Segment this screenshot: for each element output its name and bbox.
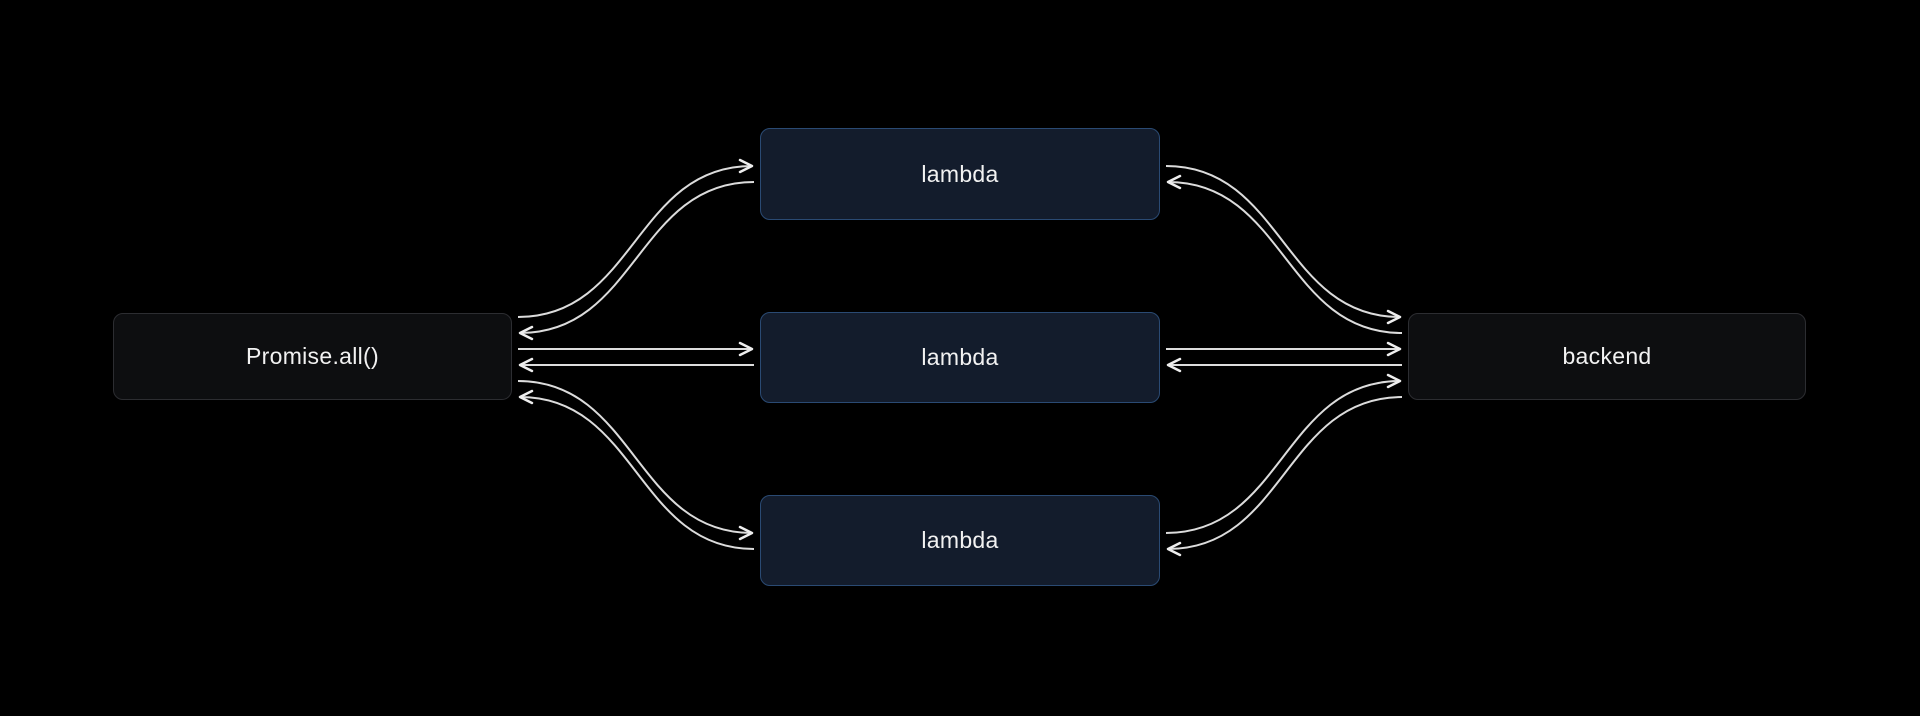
edge-promise-all-to-lambda-3 <box>517 380 754 541</box>
edge-lambda-1-to-promise-all <box>518 181 755 341</box>
edge-path <box>517 380 753 534</box>
arrowhead-icon <box>1166 174 1182 190</box>
node-backend[interactable]: backend <box>1408 313 1806 400</box>
edge-path <box>519 181 755 334</box>
edge-lambda-3-to-backend <box>1165 373 1402 534</box>
arrowhead-icon <box>1386 309 1402 325</box>
arrowhead-icon <box>1166 357 1182 373</box>
edge-lambda-3-to-promise-all <box>518 389 755 550</box>
edge-path <box>519 396 755 550</box>
node-lambda-3[interactable]: lambda <box>760 495 1160 586</box>
edge-backend-to-lambda-3 <box>1166 396 1403 557</box>
arrowhead-icon <box>1386 341 1402 357</box>
edge-backend-to-lambda-1 <box>1166 174 1403 334</box>
edge-lambda-2-to-promise-all <box>518 357 754 373</box>
arrowhead-icon <box>1166 541 1182 557</box>
edge-path <box>517 165 753 318</box>
node-label: backend <box>1562 343 1652 369</box>
edge-promise-all-to-lambda-2 <box>518 341 754 357</box>
edge-path <box>1167 396 1403 550</box>
arrowhead-icon <box>738 158 754 174</box>
arrowhead-icon <box>1386 373 1402 389</box>
arrowhead-icon <box>518 389 534 405</box>
arrowhead-icon <box>518 325 534 341</box>
node-label: lambda <box>921 160 999 187</box>
node-label: lambda <box>921 344 999 370</box>
edge-path <box>1167 181 1403 334</box>
node-lambda-1[interactable]: lambda <box>760 128 1160 220</box>
node-promise-all[interactable]: Promise.all() <box>113 313 512 400</box>
arrowhead-icon <box>738 525 754 541</box>
edge-promise-all-to-lambda-1 <box>517 158 754 318</box>
edge-path <box>1165 165 1401 318</box>
edge-path <box>1165 380 1401 534</box>
node-label: lambda <box>921 527 999 553</box>
arrowhead-icon <box>518 357 534 373</box>
node-label: Promise.all() <box>246 343 379 369</box>
node-lambda-2[interactable]: lambda <box>760 312 1160 403</box>
arrowhead-icon <box>738 341 754 357</box>
edge-lambda-2-to-backend <box>1166 341 1402 357</box>
edge-lambda-1-to-backend <box>1165 165 1402 325</box>
edge-backend-to-lambda-2 <box>1166 357 1402 373</box>
